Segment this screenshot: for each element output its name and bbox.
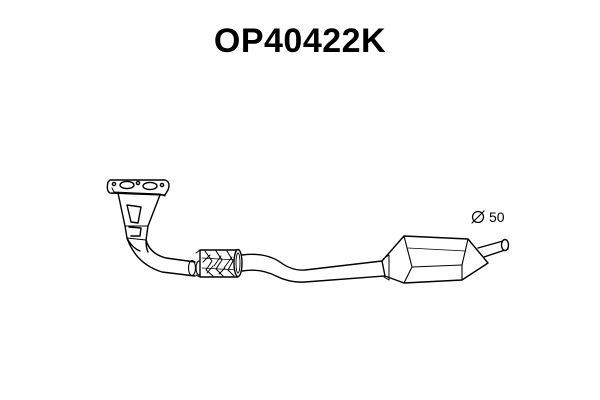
outlet-pipe: [477, 238, 510, 258]
flex-joint: [195, 248, 243, 278]
diameter-annotation: 50: [471, 209, 505, 225]
catalytic-converter: [381, 235, 489, 284]
part-number-title: OP40422K: [213, 22, 387, 60]
manifold-flange: [106, 179, 170, 197]
diameter-value: 50: [489, 209, 505, 225]
diameter-symbol-icon: [471, 210, 485, 224]
downpipe-collector: [117, 192, 161, 253]
front-pipe: [126, 237, 203, 277]
middle-pipe: [241, 253, 386, 283]
